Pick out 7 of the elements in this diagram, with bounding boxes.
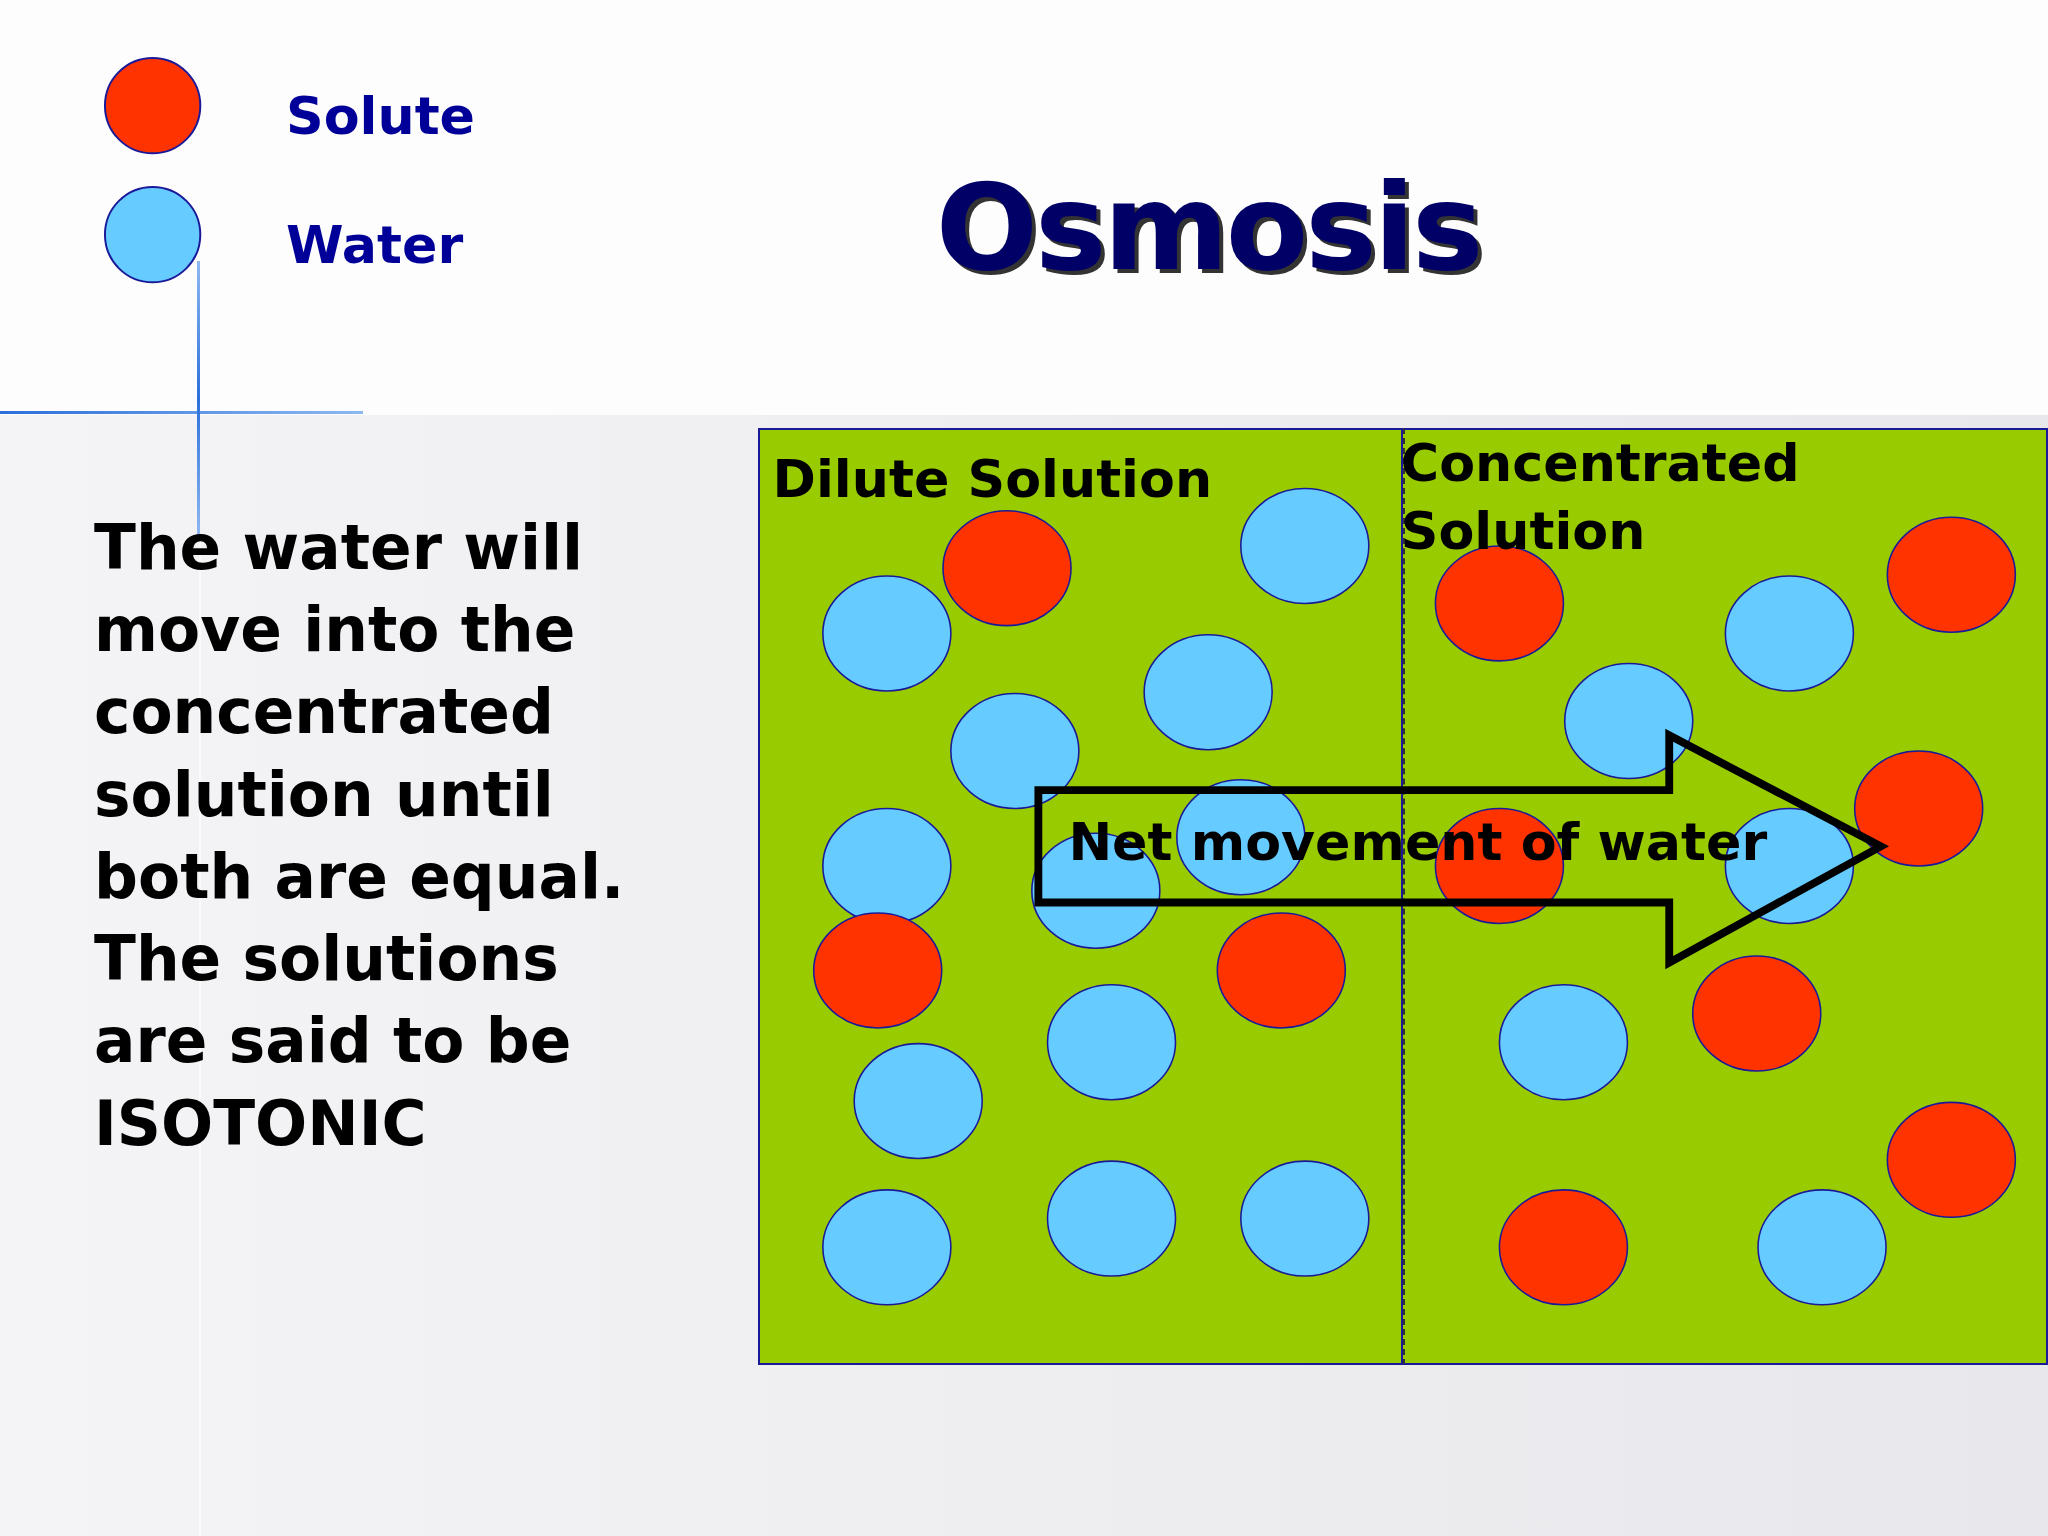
block-arrow — [1034, 728, 1890, 970]
compartment-label: Concentrated Solution — [1400, 432, 1801, 564]
title: Osmosis — [934, 156, 1482, 297]
body-text: The water will move into the concentrated solution until both are equal. The solutions are said to be ISOTONIC — [94, 510, 626, 1161]
legend-label: Solute — [286, 90, 476, 143]
legend-label: Water — [286, 219, 464, 272]
compartment-label: Dilute Solution — [772, 448, 1214, 512]
